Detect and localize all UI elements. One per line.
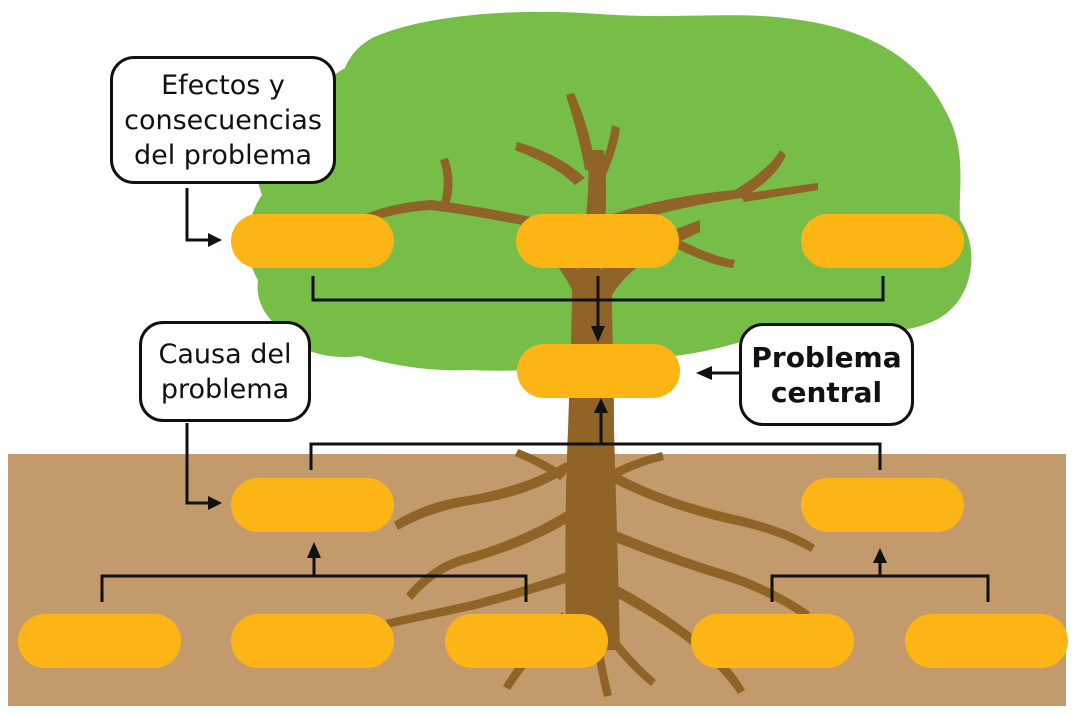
- central-problem-callout: Problema central: [739, 323, 914, 426]
- arrow-up-to-right-cause: [873, 548, 887, 563]
- arrow-right-to-effect: [208, 233, 222, 247]
- connector-lines: [100, 188, 990, 602]
- effect-box-left: [231, 214, 394, 268]
- arrow-right-to-cause: [208, 496, 222, 510]
- subcause-box-3: [445, 614, 608, 668]
- arrow-up-to-central: [594, 398, 608, 413]
- subcause-box-1: [18, 614, 181, 668]
- effect-box-right: [801, 214, 964, 268]
- cause-box-right: [801, 478, 964, 532]
- arrow-down-to-central: [591, 326, 605, 342]
- subcause-box-2: [231, 614, 394, 668]
- central-problem-box: [517, 344, 680, 398]
- effects-callout: Efectos y consecuencias del problema: [110, 56, 336, 184]
- arrow-up-to-left-cause: [307, 542, 321, 558]
- tree-trunk: [356, 93, 818, 697]
- cause-callout: Causa del problema: [139, 321, 311, 422]
- subcause-box-4: [691, 614, 854, 668]
- blank-boxes: [18, 214, 1068, 668]
- arrowheads: [208, 233, 887, 563]
- effect-box-center: [516, 214, 679, 268]
- tree-canopy: [247, 11, 972, 371]
- arrow-left-to-central: [696, 366, 712, 380]
- cause-box-left: [231, 478, 394, 532]
- subcause-box-5: [905, 614, 1068, 668]
